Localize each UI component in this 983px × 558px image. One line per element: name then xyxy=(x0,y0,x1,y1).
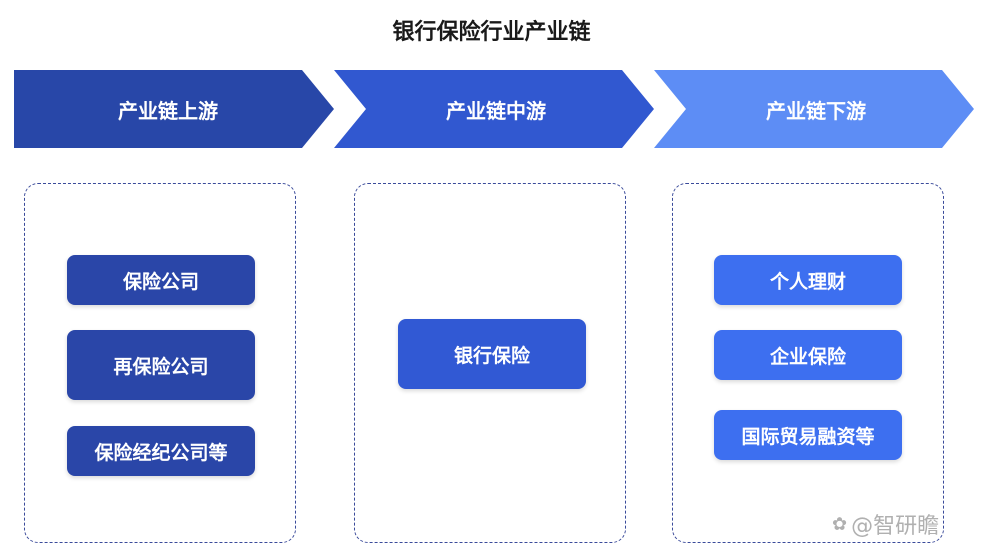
stage-upstream: 产业链上游 xyxy=(14,70,334,148)
stage-midstream-label: 产业链中游 xyxy=(446,98,546,123)
downstream-item: 国际贸易融资等 xyxy=(714,410,902,460)
upstream-item: 再保险公司 xyxy=(67,330,255,400)
watermark: ✿ @智研瞻 xyxy=(832,508,939,540)
downstream-item: 企业保险 xyxy=(714,330,902,380)
diagram-title: 银行保险行业产业链 xyxy=(392,20,591,45)
downstream-panel: 个人理财 企业保险 国际贸易融资等 xyxy=(672,183,944,543)
stage-downstream: 产业链下游 xyxy=(654,70,974,148)
stage-upstream-label: 产业链上游 xyxy=(118,98,218,123)
weibo-icon: ✿ xyxy=(832,513,848,535)
watermark-text: @智研瞻 xyxy=(851,514,940,539)
downstream-item: 个人理财 xyxy=(714,255,902,305)
midstream-panel: 银行保险 xyxy=(354,183,626,543)
stage-midstream: 产业链中游 xyxy=(334,70,654,148)
upstream-item: 保险公司 xyxy=(67,255,255,305)
stage-downstream-label: 产业链下游 xyxy=(766,98,866,123)
upstream-item: 保险经纪公司等 xyxy=(67,426,255,476)
upstream-panel: 保险公司 再保险公司 保险经纪公司等 xyxy=(24,183,296,543)
midstream-item: 银行保险 xyxy=(398,319,586,389)
